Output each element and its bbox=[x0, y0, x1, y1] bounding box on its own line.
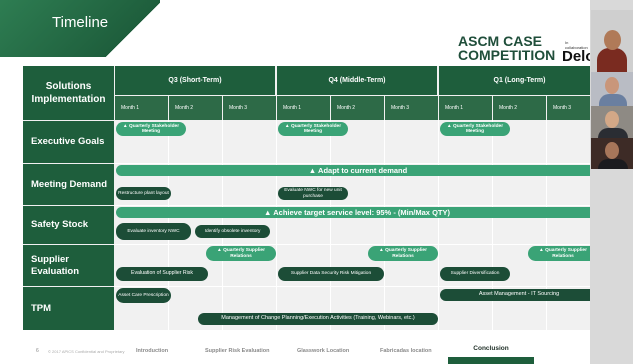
nav-introduction[interactable]: Introduction bbox=[136, 348, 169, 354]
grid-line bbox=[384, 120, 385, 330]
asset-care-item: Asset Care Prescription bbox=[116, 288, 171, 303]
collaboration-text: In collaboration bbox=[565, 40, 588, 50]
nav-fabricadas[interactable]: Fabricadas location bbox=[380, 348, 432, 354]
quarter-header-q3: Q3 (Short-Term) bbox=[115, 66, 275, 95]
change-management-item: Management of Change Planning/Execution … bbox=[198, 313, 438, 325]
brand-line-2: COMPETITION bbox=[458, 47, 556, 63]
title-banner bbox=[0, 0, 160, 57]
grid-line bbox=[114, 244, 590, 245]
month-header: Month 3 bbox=[547, 96, 590, 120]
grid-line bbox=[114, 205, 590, 206]
copyright-text: © 2017 APICS Confidential and Proprietar… bbox=[48, 349, 125, 354]
participant-head bbox=[604, 30, 621, 50]
row-label-meeting-demand: Meeting Demand bbox=[23, 164, 114, 205]
nav-glasswork[interactable]: Glasswork Location bbox=[297, 348, 350, 354]
service-level-band: ▲ Achieve target service level: 95% - (M… bbox=[116, 207, 590, 218]
row-label-tpm: TPM bbox=[23, 287, 114, 330]
month-header: Month 1 bbox=[277, 96, 330, 120]
stakeholder-meeting-pill: ▲ Quarterly Stakeholder Meeting bbox=[116, 122, 186, 136]
page-number: 6 bbox=[36, 348, 39, 354]
participant-head bbox=[605, 111, 619, 128]
grid-line bbox=[330, 120, 331, 330]
row-label-safety-stock: Safety Stock bbox=[23, 206, 114, 244]
asset-management-item: Asset Management - IT Sourcing bbox=[440, 289, 590, 301]
month-header: Month 1 bbox=[439, 96, 492, 120]
grid-line bbox=[546, 120, 547, 330]
slide-title: Timeline bbox=[52, 14, 109, 31]
month-header: Month 3 bbox=[223, 96, 276, 120]
grid-line bbox=[492, 120, 493, 330]
active-section-indicator bbox=[448, 357, 534, 364]
participant-video-2[interactable] bbox=[591, 72, 633, 106]
participant-video-3[interactable] bbox=[591, 106, 633, 138]
quarter-header-q4: Q4 (Middle-Term) bbox=[277, 66, 437, 95]
evaluate-inventory-item: Evaluate inventory NWC bbox=[116, 223, 191, 240]
participant-video-1[interactable] bbox=[591, 10, 633, 72]
grid-line bbox=[276, 120, 277, 330]
table-corner-header: Solutions Implementation bbox=[23, 66, 114, 120]
month-header: Month 2 bbox=[493, 96, 546, 120]
nav-conclusion[interactable]: Conclusion bbox=[473, 345, 509, 352]
sponsor-logo: Delo bbox=[562, 48, 590, 65]
participant-body bbox=[599, 94, 627, 106]
adapt-demand-band: ▲ Adapt to current demand bbox=[116, 165, 590, 176]
quarter-header-q1: Q1 (Long-Term) bbox=[439, 66, 590, 95]
presentation-slide: Timeline ASCM CASE COMPETITION In collab… bbox=[0, 0, 590, 364]
month-header: Month 2 bbox=[331, 96, 384, 120]
brand-logo: ASCM CASE COMPETITION bbox=[458, 34, 555, 62]
evaluate-nwc-item: Evaluate NWC for new unit purchase bbox=[278, 187, 348, 200]
restructure-plant-item: Restructure plant layout bbox=[116, 187, 171, 200]
supplier-relations-pill: ▲ Quarterly Supplier Relations bbox=[206, 246, 276, 261]
participant-body bbox=[597, 48, 627, 72]
participant-body bbox=[598, 128, 628, 138]
supplier-relations-pill: ▲ Quarterly Supplier Relations bbox=[528, 246, 590, 261]
month-header: Month 2 bbox=[169, 96, 222, 120]
row-label-supplier-evaluation: Supplier Evaluation bbox=[23, 245, 114, 286]
obsolete-inventory-item: Identify obsolete inventory bbox=[195, 225, 270, 238]
participant-head bbox=[605, 77, 619, 94]
supplier-diversification-item: Supplier Diversification bbox=[440, 267, 510, 281]
participant-body bbox=[598, 159, 628, 169]
grid-line bbox=[438, 120, 439, 330]
brand-line-1: ASCM CASE bbox=[458, 33, 543, 49]
grid-line bbox=[114, 163, 590, 164]
stakeholder-meeting-pill: ▲ Quarterly Stakeholder Meeting bbox=[440, 122, 510, 136]
grid-line bbox=[114, 286, 590, 287]
month-header: Month 3 bbox=[385, 96, 438, 120]
nav-supplier-risk[interactable]: Supplier Risk Evaluation bbox=[205, 348, 270, 354]
stakeholder-meeting-pill: ▲ Quarterly Stakeholder Meeting bbox=[278, 122, 348, 136]
participant-video-4[interactable] bbox=[591, 138, 633, 169]
supplier-risk-item: Evaluation of Supplier Risk bbox=[116, 267, 208, 281]
participant-head bbox=[605, 142, 619, 159]
month-header: Month 1 bbox=[115, 96, 168, 120]
supplier-relations-pill: ▲ Quarterly Supplier Relations bbox=[368, 246, 438, 261]
data-security-item: Supplier Data Security Risk Mitigation bbox=[278, 267, 384, 281]
row-label-executive-goals: Executive Goals bbox=[23, 121, 114, 163]
